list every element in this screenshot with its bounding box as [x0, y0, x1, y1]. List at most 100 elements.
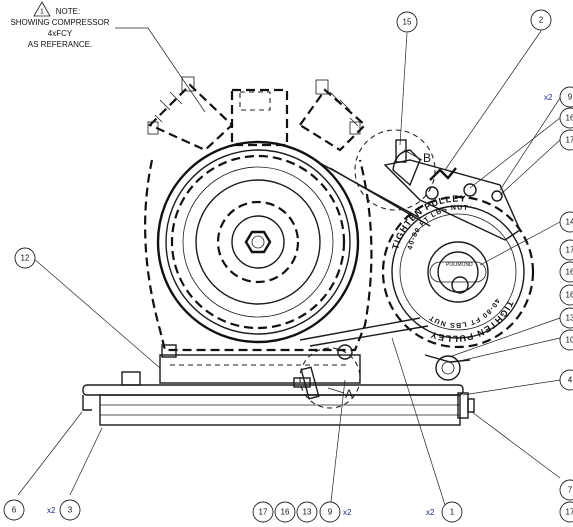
idler-roller — [435, 355, 461, 381]
balloon-17-right: 17 — [559, 129, 573, 151]
leader-lines — [17, 30, 561, 511]
compressor-body — [144, 76, 373, 384]
flywheel-inner — [195, 179, 321, 305]
svg-text:16: 16 — [566, 291, 573, 300]
bracket-hole-3 — [491, 190, 503, 202]
balloon-13-right: 13 — [559, 307, 573, 329]
svg-text:16: 16 — [281, 508, 290, 517]
pulley-hub-outer — [427, 241, 489, 303]
shaft-center — [251, 235, 265, 249]
compressor-foot — [159, 354, 361, 384]
balloon-9: 9 — [319, 501, 341, 523]
svg-text:12: 12 — [21, 254, 30, 263]
svg-text:4: 4 — [568, 376, 573, 385]
balloon-13: 13 — [296, 501, 318, 523]
revision-triangle-icon — [33, 1, 51, 17]
revision-marker: 1 — [40, 9, 44, 16]
balloon-10: 10 — [559, 329, 573, 351]
pulley-rim — [391, 205, 525, 339]
base-nut-right — [467, 398, 475, 413]
balloon-17-right-3: 17 — [559, 501, 573, 523]
bracket-hole-1 — [425, 186, 439, 200]
flywheel-hub — [231, 215, 285, 269]
note-line-1: NOTE: — [56, 7, 80, 16]
base-lip-left — [82, 395, 92, 411]
note-line-3: 4xFCY — [48, 29, 73, 38]
mount-bolt-2 — [293, 377, 311, 388]
tensioner-bracket — [354, 129, 521, 241]
motor-pulley: POLIMOND TIGHTEN PULLEY 40-80 FT LBS NUT… — [381, 193, 535, 349]
base-channel — [99, 394, 461, 426]
flywheel-rim — [165, 149, 351, 335]
idler-roller-core — [441, 361, 455, 375]
balloon-4: 4 — [559, 369, 573, 391]
balloon-17-right-2: 17 — [559, 239, 573, 261]
svg-text:10: 10 — [566, 336, 573, 345]
balloon-16-right: 16 — [559, 107, 573, 129]
note-line-2: SHOWING COMPRESSOR — [10, 18, 109, 27]
flywheel-outer — [156, 140, 360, 344]
balloon-16: 16 — [274, 501, 296, 523]
balloon-12: 12 — [14, 247, 36, 269]
qty-1: x2 — [426, 508, 435, 517]
flywheel-groove — [170, 154, 346, 330]
pulley-bushing — [429, 261, 487, 283]
adjust-nut — [337, 344, 353, 360]
svg-text:9: 9 — [568, 93, 573, 102]
balloon-7: 7 — [559, 479, 573, 501]
head-fins — [147, 76, 361, 135]
view-b-arrow — [403, 149, 423, 161]
pulley-hub — [437, 251, 479, 293]
balloon-9-right: 9 — [559, 86, 573, 108]
svg-text:15: 15 — [403, 18, 412, 27]
pulley-hub-label: POLIMOND — [446, 262, 473, 268]
note-line-4: AS REFERANCE. — [28, 40, 92, 49]
crankcase-outline — [144, 159, 373, 352]
svg-text:16: 16 — [566, 268, 573, 277]
svg-text:17: 17 — [566, 508, 573, 517]
view-label-a: A — [345, 387, 353, 401]
bracket-hole-2 — [463, 183, 477, 197]
svg-text:13: 13 — [566, 314, 573, 323]
svg-text:3: 3 — [68, 506, 73, 515]
base-skid — [82, 344, 475, 426]
svg-text:16: 16 — [566, 114, 573, 123]
pulley-groove — [399, 213, 517, 331]
mount-bolt-1 — [121, 371, 141, 386]
view-label-b: B — [423, 151, 431, 165]
cylinder-head-left — [148, 83, 234, 152]
qty-3: x2 — [47, 506, 56, 515]
note-leader — [115, 27, 206, 113]
pulley-outer — [381, 195, 535, 349]
flywheel-face — [182, 166, 334, 318]
mount-bolt-3 — [161, 344, 177, 358]
qty-9-right: x2 — [544, 93, 553, 102]
balloon-16-right-2: 16 — [559, 261, 573, 283]
svg-text:17: 17 — [259, 508, 268, 517]
cylinder-head-right — [298, 88, 367, 152]
pulley-bore — [451, 276, 469, 294]
svg-text:17: 17 — [566, 246, 573, 255]
detail-b-circle — [354, 129, 436, 211]
balloon-3: 3 — [59, 499, 81, 521]
svg-text:14: 14 — [566, 218, 573, 227]
svg-text:7: 7 — [568, 486, 573, 495]
qty-9: x2 — [343, 508, 352, 517]
base-top-rail — [82, 384, 464, 396]
svg-text:1: 1 — [450, 508, 455, 517]
svg-text:9: 9 — [328, 508, 333, 517]
view-a-arrow — [327, 387, 345, 394]
flywheel-hub-ring — [216, 200, 300, 284]
spring-clip — [429, 167, 457, 181]
note-block: 1 NOTE: SHOWING COMPRESSOR 4xFCY AS REFE… — [10, 1, 206, 113]
svg-text:6: 6 — [12, 506, 17, 515]
svg-text:13: 13 — [303, 508, 312, 517]
balloon-15: 15 — [396, 11, 418, 33]
cylinder-head-top — [230, 88, 289, 147]
svg-text:2: 2 — [539, 16, 544, 25]
shaft-hex-icon — [244, 230, 272, 254]
balloon-17: 17 — [252, 501, 274, 523]
balloon-6: 6 — [3, 499, 25, 521]
balloon-14: 14 — [559, 211, 573, 233]
